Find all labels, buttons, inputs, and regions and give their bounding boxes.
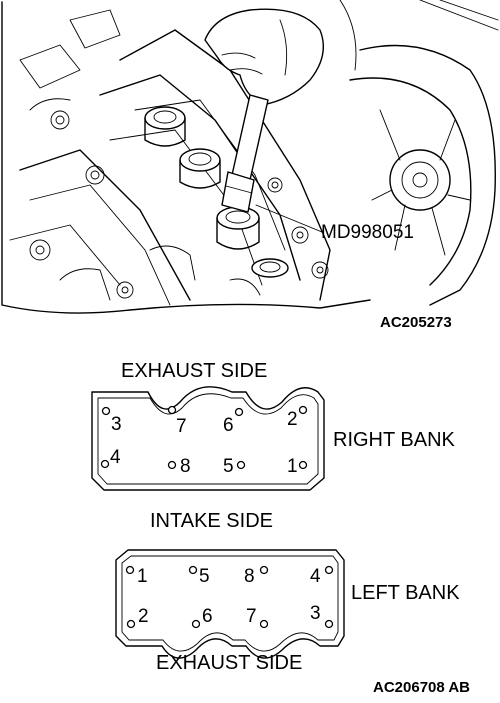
left-bank-head-outline bbox=[115, 549, 345, 659]
svg-text:7: 7 bbox=[176, 416, 187, 437]
left-bank-diagram: 1 5 8 4 2 6 7 3 LEFT BANK bbox=[115, 549, 460, 674]
svg-text:5: 5 bbox=[223, 456, 234, 477]
right-bank-bolt-3: 3 bbox=[101, 406, 122, 435]
right-bank-bolt-1: 1 bbox=[287, 456, 308, 477]
figure-code: AC206708 AB bbox=[373, 679, 470, 696]
svg-text:8: 8 bbox=[180, 456, 191, 477]
pulley-fan bbox=[339, 0, 499, 306]
right-bank-bolt-6: 6 bbox=[223, 407, 244, 436]
tool-leader-line bbox=[255, 204, 323, 233]
svg-text:3: 3 bbox=[111, 414, 122, 435]
left-bank-bolt-6: 6 bbox=[191, 606, 213, 629]
left-bank-bolt-4: 4 bbox=[310, 565, 334, 587]
svg-text:1: 1 bbox=[287, 456, 298, 477]
left-bank-label: LEFT BANK bbox=[351, 582, 460, 604]
right-bank-bolt-7: 7 bbox=[167, 405, 187, 437]
illustration-reference-code: AC205273 bbox=[380, 314, 452, 331]
left-bank-bolt-2: 2 bbox=[126, 606, 149, 629]
left-bank-bolt-7: 7 bbox=[246, 606, 269, 629]
svg-text:8: 8 bbox=[244, 566, 255, 587]
svg-text:6: 6 bbox=[202, 606, 213, 627]
left-bank-bolt-1: 1 bbox=[125, 565, 148, 587]
misc-bolts bbox=[19, 9, 329, 301]
svg-text:3: 3 bbox=[310, 603, 321, 624]
left-bank-bolt-8: 8 bbox=[244, 565, 269, 587]
engine-illustration: MD998051 AC205273 bbox=[1, 0, 499, 331]
svg-text:1: 1 bbox=[137, 566, 148, 587]
svg-text:6: 6 bbox=[223, 415, 234, 436]
svg-text:2: 2 bbox=[138, 606, 149, 627]
svg-text:5: 5 bbox=[199, 566, 210, 587]
left-bank-bolt-3: 3 bbox=[310, 603, 334, 629]
svg-text:2: 2 bbox=[287, 409, 298, 430]
right-bank-exhaust-side-label: EXHAUST SIDE bbox=[121, 360, 267, 382]
svg-text:7: 7 bbox=[246, 606, 257, 627]
left-bank-exhaust-side-label: EXHAUST SIDE bbox=[156, 652, 302, 674]
illustration-frame bbox=[1, 1, 371, 314]
right-bank-diagram: EXHAUST SIDE 3 7 6 2 4 8 bbox=[91, 360, 456, 532]
right-bank-bolt-2: 2 bbox=[287, 405, 308, 430]
right-bank-bolt-4: 4 bbox=[100, 447, 121, 469]
right-bank-bolt-8: 8 bbox=[167, 456, 191, 477]
valve-cups bbox=[144, 106, 289, 278]
right-bank-bolt-5: 5 bbox=[223, 456, 246, 477]
svg-text:4: 4 bbox=[310, 566, 321, 587]
svg-text:4: 4 bbox=[110, 447, 121, 468]
hand-with-tool bbox=[204, 8, 324, 213]
right-bank-label: RIGHT BANK bbox=[333, 429, 456, 451]
right-bank-intake-side-label: INTAKE SIDE bbox=[150, 510, 273, 532]
left-bank-bolt-5: 5 bbox=[188, 565, 210, 587]
tool-label: MD998051 bbox=[321, 222, 414, 243]
